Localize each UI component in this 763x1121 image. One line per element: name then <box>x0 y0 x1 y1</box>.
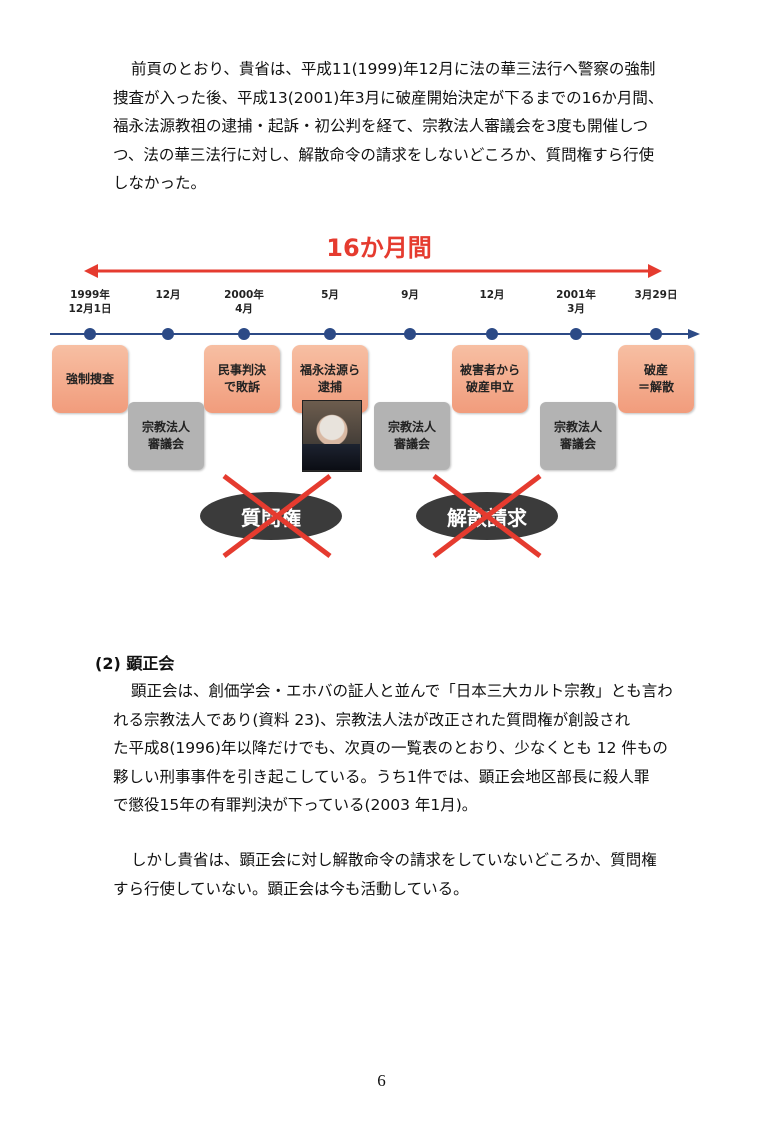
text-line: れる宗教法人であり(資料 23)、宗教法人法が改正された質問権が創設され <box>113 710 631 729</box>
event-dissolution: 破産 ＝解散 <box>618 345 694 413</box>
section-heading: (2) 顕正会 <box>95 654 175 673</box>
date-label: 3月29日 <box>634 289 678 301</box>
section2-paragraph-2: しかし貴省は、顕正会に対し解散命令の請求をしていないどころか、質問権 すら行使し… <box>113 846 723 903</box>
text-line: しかし貴省は、顕正会に対し解散命令の請求をしていないどころか、質問権 <box>131 851 657 869</box>
text-line: 捜査が入った後、平成13(2001)年3月に破産開始決定が下るまでの16か月間、 <box>113 88 664 107</box>
text-line: 福永法源教祖の逮捕・起訴・初公判を経て、宗教法人審議会を3度も開催しつ <box>113 117 649 135</box>
page-number: 6 <box>377 1071 386 1090</box>
event-raid: 強制捜査 <box>52 345 128 413</box>
text-line: た平成8(1996)年以降だけでも、次頁の一覧表のとおり、少なくとも 12 件も… <box>113 739 668 757</box>
event-council-1: 宗教法人 審議会 <box>128 402 204 470</box>
event-council-2: 宗教法人 審議会 <box>374 402 450 470</box>
text-line: で懲役15年の有罪判決が下っている(2003 年1月)。 <box>113 796 478 814</box>
oval-dissolution-request: 解散請求 <box>416 492 558 540</box>
date-label: 12月 <box>479 289 505 301</box>
text-line: しなかった。 <box>113 174 207 192</box>
event-bankruptcy-filing: 被害者から 破産申立 <box>452 345 528 413</box>
date-label: 9月 <box>401 289 419 301</box>
timeline-axis <box>50 329 700 339</box>
event-council-3: 宗教法人 審議会 <box>540 402 616 470</box>
text-line: 顕正会は、創価学会・エホバの証人と並んで「日本三大カルト宗教」とも言わ <box>131 682 673 700</box>
portrait-photo-body <box>302 444 360 470</box>
text-line: すら行使していない。顕正会は今も活動している。 <box>113 879 469 898</box>
section2-paragraph-1: 顕正会は、創価学会・エホバの証人と並んで「日本三大カルト宗教」とも言わ れる宗教… <box>113 677 723 820</box>
period-label: 16か月間 <box>326 234 432 262</box>
event-civil-suit: 民事判決 で敗訴 <box>204 345 280 413</box>
timeline-graphics <box>50 264 700 340</box>
intro-paragraph: 前頁のとおり、貴省は、平成11(1999)年12月に法の華三法行へ警察の強制 捜… <box>113 55 723 198</box>
timeline-dots <box>84 328 662 340</box>
period-arrow <box>84 264 662 278</box>
text-line: 前頁のとおり、貴省は、平成11(1999)年12月に法の華三法行へ警察の強制 <box>131 60 656 78</box>
oval-questioning-right: 質問権 <box>200 492 342 540</box>
date-label: 5月 <box>321 289 339 301</box>
text-line: 夥しい刑事事件を引き起こしている。うち1件では、顕正会地区部長に殺人罪 <box>113 767 650 786</box>
text-line: つ、法の華三法行に対し、解散命令の請求をしないどころか、質問権すら行使 <box>113 145 655 164</box>
date-label: 12月 <box>155 289 181 301</box>
